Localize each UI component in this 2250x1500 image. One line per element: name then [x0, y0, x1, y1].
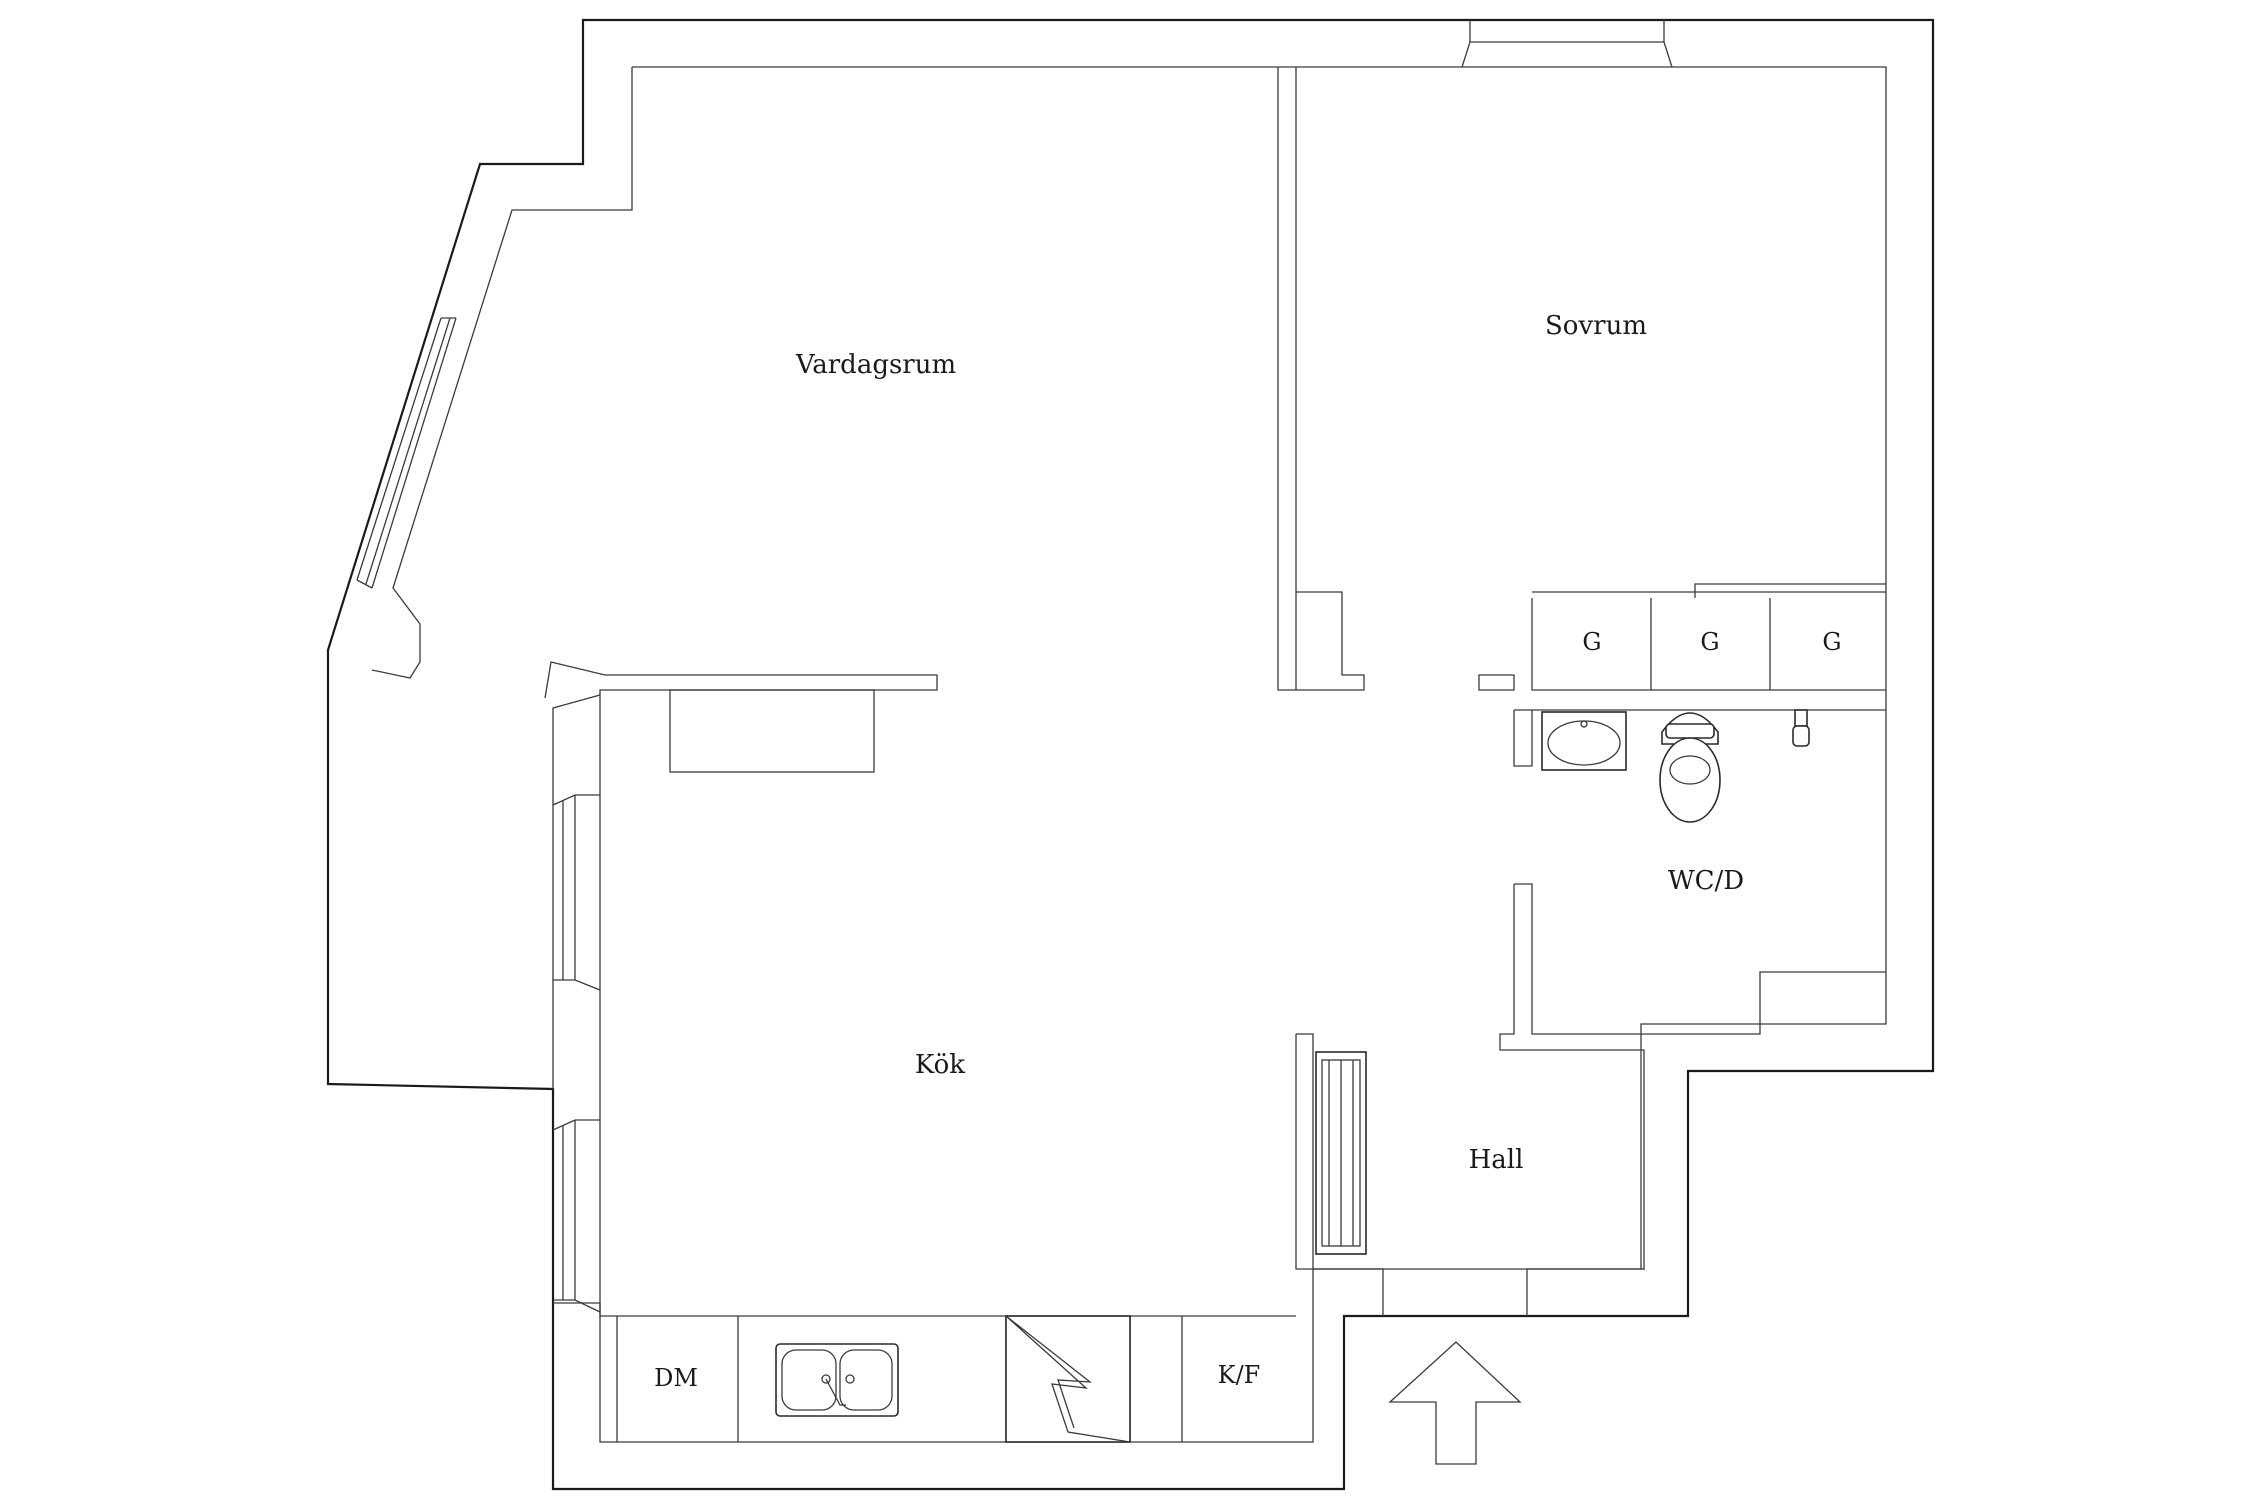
hall-radiator — [1315, 1051, 1367, 1255]
label-living-room: Vardagsrum — [795, 350, 956, 380]
kitchen-sink — [775, 1343, 899, 1417]
wall-bathroom — [1499, 709, 1886, 1270]
stove — [1005, 1315, 1131, 1443]
stove-zigzag — [1005, 1315, 1131, 1443]
label-kitchen: Kök — [915, 1050, 965, 1080]
outer-wall-outer-edge — [326, 18, 1935, 1491]
wall-hall-stub — [1478, 674, 1515, 691]
label-bathroom: WC/D — [1668, 866, 1744, 896]
wall-hall-left — [1295, 1033, 1644, 1316]
shower-head — [1792, 709, 1810, 747]
label-dishwasher: DM — [654, 1364, 698, 1392]
window-left-kitchen-upper — [552, 794, 601, 991]
label-wardrobe-3: G — [1822, 628, 1841, 656]
window-left-diagonal — [356, 317, 457, 589]
toilet — [1659, 712, 1721, 823]
kitchen-wall-cabinet — [669, 689, 875, 773]
label-wardrobe-2: G — [1700, 628, 1719, 656]
outer-wall-inner-edge — [371, 66, 1887, 1443]
window-top — [1461, 20, 1673, 68]
entrance-arrow — [1388, 1341, 1522, 1465]
label-bedroom: Sovrum — [1545, 311, 1647, 341]
washbasin — [1541, 711, 1627, 771]
kitchen-counter — [600, 1315, 1296, 1443]
wall-living-bedroom — [1277, 67, 1365, 691]
wall-bedroom-bottom — [1531, 583, 1886, 691]
label-fridge-freezer: K/F — [1218, 1361, 1261, 1389]
label-wardrobe-1: G — [1582, 628, 1601, 656]
wall-living-kitchen — [544, 661, 938, 1318]
window-left-kitchen-lower — [552, 1119, 601, 1313]
label-hall: Hall — [1469, 1145, 1524, 1175]
